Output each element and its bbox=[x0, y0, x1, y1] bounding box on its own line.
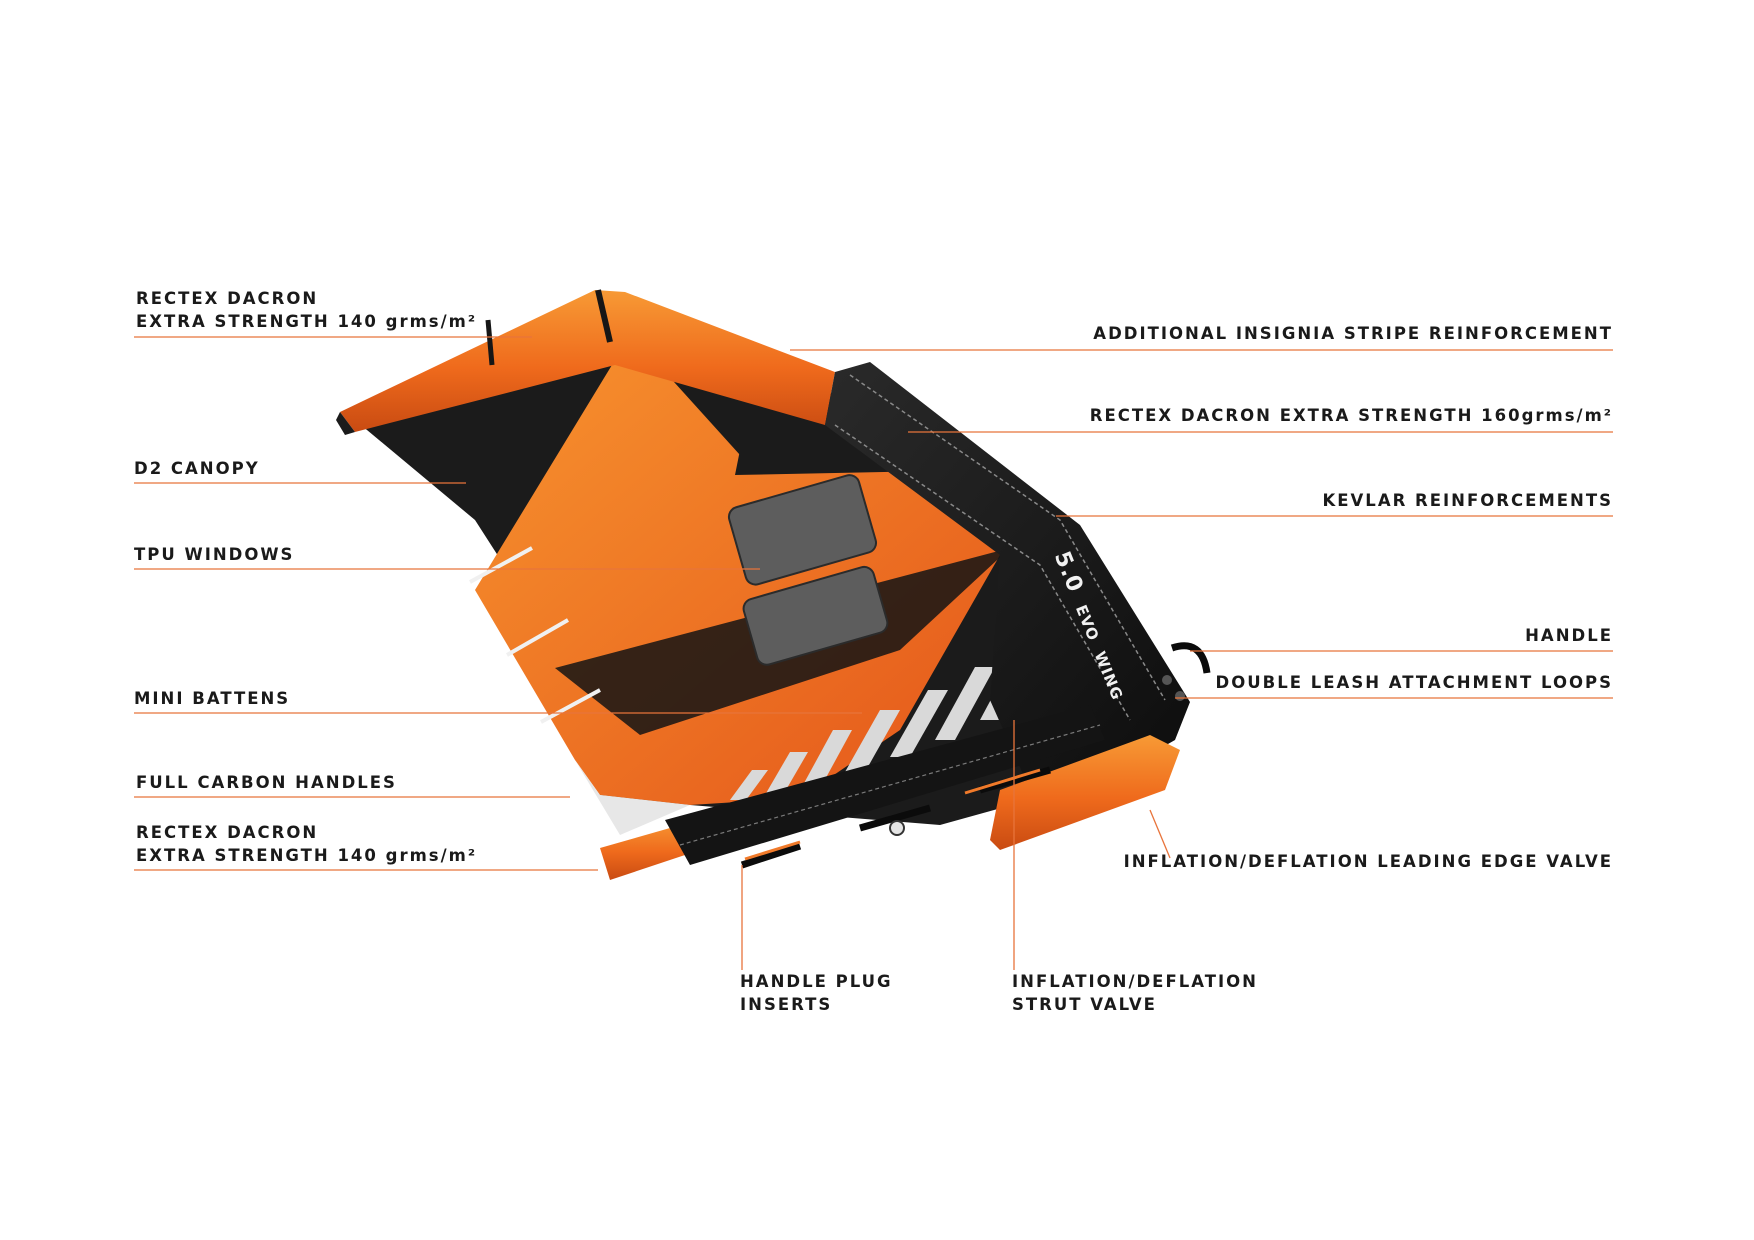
mini-batten-2 bbox=[506, 618, 569, 657]
callout-line: DOUBLE LEASH ATTACHMENT LOOPS bbox=[1215, 673, 1613, 692]
callout-handle: HANDLE bbox=[1525, 624, 1613, 647]
callout-line: INFLATION/DEFLATION LEADING EDGE VALVE bbox=[1123, 852, 1613, 871]
mini-batten-3 bbox=[540, 688, 601, 724]
callout-line: EXTRA STRENGTH 140 grms/m² bbox=[136, 846, 478, 865]
tpu-window-lower bbox=[742, 565, 889, 666]
leash-loop-1 bbox=[1162, 675, 1172, 685]
callout-tpu-windows: TPU WINDOWS bbox=[134, 543, 294, 566]
callout-line: RECTEX DACRON EXTRA STRENGTH 160grms/m² bbox=[1089, 406, 1613, 425]
leading-edge-orange bbox=[340, 290, 835, 432]
wingtip-cap-right bbox=[990, 735, 1180, 850]
trailing-edge-panel bbox=[575, 760, 690, 835]
callout-line: TPU WINDOWS bbox=[134, 545, 295, 564]
mini-batten-1 bbox=[469, 546, 533, 584]
carbon-handles bbox=[740, 766, 1051, 869]
callout-line: MINI BATTENS bbox=[134, 689, 291, 708]
callout-leash-loops: DOUBLE LEASH ATTACHMENT LOOPS bbox=[1216, 671, 1613, 694]
callout-insignia-stripe: ADDITIONAL INSIGNIA STRIPE REINFORCEMENT bbox=[1093, 322, 1613, 345]
handle-icon bbox=[1170, 642, 1211, 674]
callout-rectex-160: RECTEX DACRON EXTRA STRENGTH 160grms/m² bbox=[1090, 404, 1613, 427]
callout-line: RECTEX DACRON bbox=[136, 823, 319, 842]
callout-line: HANDLE PLUG bbox=[740, 972, 893, 991]
callout-line: INSERTS bbox=[740, 995, 833, 1014]
callout-full-carbon-handles: FULL CARBON HANDLES bbox=[136, 771, 397, 794]
callout-line: KEVLAR REINFORCEMENTS bbox=[1322, 491, 1613, 510]
leader-lines bbox=[134, 336, 1613, 970]
strut-tube bbox=[665, 705, 1105, 865]
callout-line: FULL CARBON HANDLES bbox=[136, 773, 397, 792]
callout-rectex-bottom: RECTEX DACRON EXTRA STRENGTH 140 grms/m² bbox=[136, 821, 477, 867]
callout-kevlar: KEVLAR REINFORCEMENTS bbox=[1322, 489, 1613, 512]
callout-line: INFLATION/DEFLATION bbox=[1012, 972, 1258, 991]
strut-valve-icon bbox=[889, 820, 905, 836]
callout-line: ADDITIONAL INSIGNIA STRIPE REINFORCEMENT bbox=[1093, 324, 1613, 343]
callout-line: EXTRA STRENGTH 140 grms/m² bbox=[136, 312, 478, 331]
callout-strut-valve: INFLATION/DEFLATION STRUT VALVE bbox=[1012, 970, 1258, 1016]
callout-handle-plug: HANDLE PLUG INSERTS bbox=[740, 970, 893, 1016]
callout-d2-canopy: D2 CANOPY bbox=[134, 457, 260, 480]
callout-line: HANDLE bbox=[1525, 626, 1613, 645]
callout-line: RECTEX DACRON bbox=[136, 289, 319, 308]
callout-rectex-top: RECTEX DACRON EXTRA STRENGTH 140 grms/m² bbox=[136, 287, 477, 333]
callout-line: D2 CANOPY bbox=[134, 459, 260, 478]
callout-le-valve: INFLATION/DEFLATION LEADING EDGE VALVE bbox=[1124, 850, 1613, 873]
callout-mini-battens: MINI BATTENS bbox=[134, 687, 290, 710]
tpu-window-upper bbox=[727, 474, 878, 586]
callout-line: STRUT VALVE bbox=[1012, 995, 1157, 1014]
leash-loop-2 bbox=[1175, 691, 1185, 701]
leading-edge-black bbox=[825, 362, 1190, 790]
